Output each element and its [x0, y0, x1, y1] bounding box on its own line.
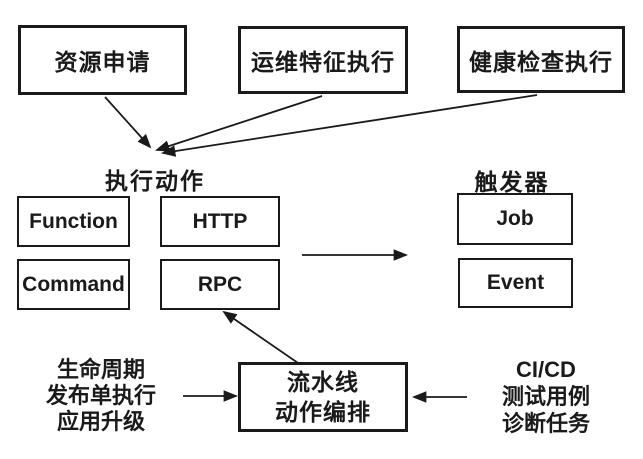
cicd-line-3: 诊断任务 [501, 411, 590, 436]
box-event-label: Event [486, 271, 545, 294]
cicd-text-block: CI/CD 测试用例 诊断任务 [466, 356, 626, 437]
box-resource-request-label: 资源申请 [54, 49, 151, 75]
triggers-group-title: 触发器 [474, 169, 550, 195]
lifecycle-line-2: 发布单执行 [45, 383, 156, 408]
arrow-resource-to-actions [104, 96, 152, 149]
box-rpc-label: RPC [197, 272, 243, 296]
arrow-pipeline-to-rpc [222, 310, 299, 364]
box-event: Event [458, 258, 573, 308]
lifecycle-text-block: 生命周期 发布单执行 应用升级 [21, 357, 181, 435]
box-http: HTTP [160, 196, 280, 247]
box-resource-request: 资源申请 [18, 25, 187, 95]
box-ops-feature-exec: 运维特征执行 [238, 26, 408, 94]
box-pipeline-line1: 流水线 [287, 369, 359, 395]
box-command: Command [17, 259, 130, 310]
arrow-health-check-to-actions [161, 94, 538, 157]
box-ops-feature-exec-label: 运维特征执行 [251, 49, 395, 75]
lifecycle-line-1: 生命周期 [56, 357, 145, 382]
arrow-ops-feature-to-actions [155, 95, 323, 152]
cicd-line-2: 测试用例 [501, 384, 590, 409]
box-pipeline: 流水线 动作编排 [238, 362, 408, 432]
cicd-line-1: CI/CD [516, 357, 576, 382]
box-job-label: Job [496, 207, 534, 230]
box-health-check-exec-label: 健康检查执行 [469, 48, 613, 75]
lifecycle-line-3: 应用升级 [56, 409, 145, 434]
box-health-check-exec: 健康检查执行 [457, 26, 625, 93]
box-rpc: RPC [160, 259, 280, 310]
box-function: Function [17, 196, 130, 247]
actions-group-title: 执行动作 [105, 168, 205, 194]
box-function-label: Function [29, 209, 118, 233]
box-command-label: Command [22, 272, 125, 296]
box-job: Job [457, 193, 573, 245]
box-pipeline-line2: 动作编排 [275, 399, 371, 425]
box-http-label: HTTP [192, 209, 248, 233]
